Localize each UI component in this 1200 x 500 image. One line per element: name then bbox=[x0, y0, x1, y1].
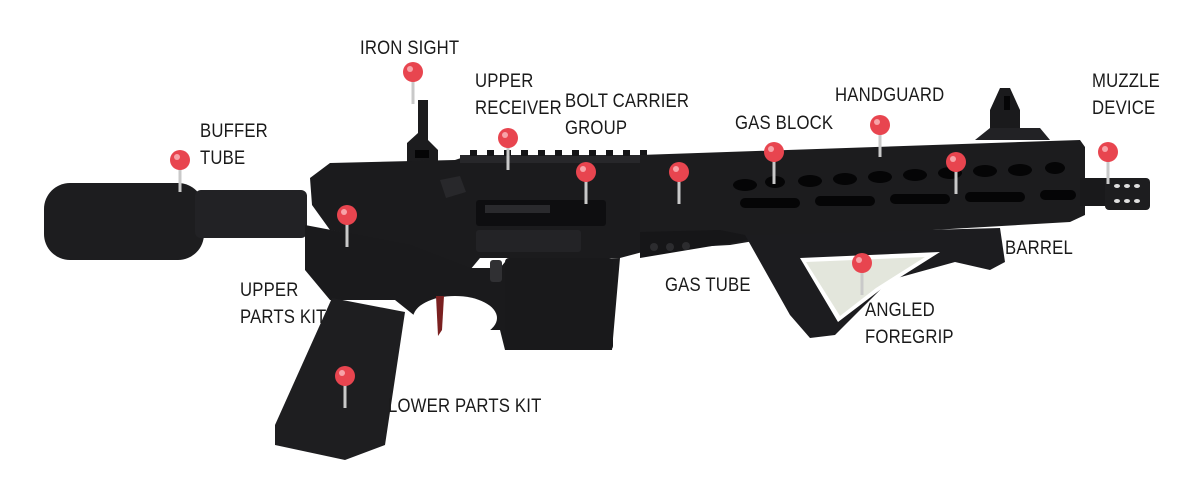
pin-markers bbox=[170, 62, 1118, 408]
pin-highlight bbox=[768, 146, 774, 152]
angled-foregrip-pin[interactable] bbox=[852, 253, 872, 295]
lower-parts-kit-pin[interactable] bbox=[335, 366, 355, 408]
pin-head bbox=[576, 162, 596, 182]
upper-parts-kit-pin[interactable] bbox=[337, 205, 357, 247]
label-upper-parts-kit: UPPER PARTS KIT bbox=[240, 280, 327, 328]
bolt-carrier-group-pin[interactable] bbox=[576, 162, 596, 204]
pin-head bbox=[170, 150, 190, 170]
pin-highlight bbox=[1102, 146, 1108, 152]
pin-highlight bbox=[950, 156, 956, 162]
label-upper-receiver: UPPER RECEIVER bbox=[475, 71, 562, 119]
gas-tube-section bbox=[640, 230, 760, 258]
pin-needle bbox=[343, 382, 347, 408]
pin-needle bbox=[677, 178, 681, 204]
pin-needle bbox=[178, 166, 182, 192]
pin-head bbox=[870, 115, 890, 135]
label-handguard: HANDGUARD bbox=[835, 85, 945, 106]
pin-needle bbox=[878, 131, 882, 157]
label-buffer-tube: BUFFER TUBE bbox=[200, 121, 268, 169]
angled-foregrip bbox=[745, 228, 1005, 338]
upper-receiver bbox=[310, 150, 665, 270]
pin-head bbox=[946, 152, 966, 172]
pin-head bbox=[498, 128, 518, 148]
pin-highlight bbox=[502, 132, 508, 138]
handguard-pin[interactable] bbox=[870, 115, 890, 157]
pin-head bbox=[1098, 142, 1118, 162]
pin-needle bbox=[860, 269, 864, 295]
label-lower-parts-kit: LOWER PARTS KIT bbox=[388, 396, 542, 417]
pin-head bbox=[764, 142, 784, 162]
handguard bbox=[640, 88, 1085, 250]
pin-needle bbox=[954, 168, 958, 194]
pin-highlight bbox=[580, 166, 586, 172]
pin-needle bbox=[584, 178, 588, 204]
label-barrel: BARREL bbox=[1005, 238, 1073, 259]
pin-head bbox=[669, 162, 689, 182]
pin-highlight bbox=[339, 370, 345, 376]
gas-tube-pin[interactable] bbox=[669, 162, 689, 204]
label-iron-sight: IRON SIGHT bbox=[360, 38, 460, 59]
pin-needle bbox=[506, 144, 510, 170]
buffer-tube-pin[interactable] bbox=[170, 150, 190, 192]
pin-highlight bbox=[341, 209, 347, 215]
label-angled-foregrip: ANGLED FOREGRIP bbox=[865, 300, 954, 348]
buffer-tube bbox=[44, 183, 307, 260]
gas-block-pin[interactable] bbox=[764, 142, 784, 184]
pin-highlight bbox=[174, 154, 180, 160]
label-gas-tube: GAS TUBE bbox=[665, 275, 751, 296]
iron-sight-pin[interactable] bbox=[403, 62, 423, 104]
pin-highlight bbox=[407, 66, 413, 72]
pin-head bbox=[335, 366, 355, 386]
label-bolt-carrier-group: BOLT CARRIER GROUP bbox=[565, 91, 690, 139]
pin-highlight bbox=[673, 166, 679, 172]
pin-highlight bbox=[856, 257, 862, 263]
pin-needle bbox=[411, 78, 415, 104]
pin-head bbox=[337, 205, 357, 225]
barrel-muzzle bbox=[1080, 178, 1150, 210]
pin-needle bbox=[1106, 158, 1110, 184]
iron-sight bbox=[407, 100, 438, 165]
pin-needle bbox=[345, 221, 349, 247]
upper-receiver-pin[interactable] bbox=[498, 128, 518, 170]
label-gas-block: GAS BLOCK bbox=[735, 113, 834, 134]
barrel-pin[interactable] bbox=[946, 152, 966, 194]
muzzle-device-pin[interactable] bbox=[1098, 142, 1118, 184]
pin-needle bbox=[772, 158, 776, 184]
magazine-well bbox=[505, 258, 613, 350]
pin-highlight bbox=[874, 119, 880, 125]
pin-head bbox=[403, 62, 423, 82]
label-muzzle-device: MUZZLE DEVICE bbox=[1092, 71, 1160, 119]
pin-head bbox=[852, 253, 872, 273]
